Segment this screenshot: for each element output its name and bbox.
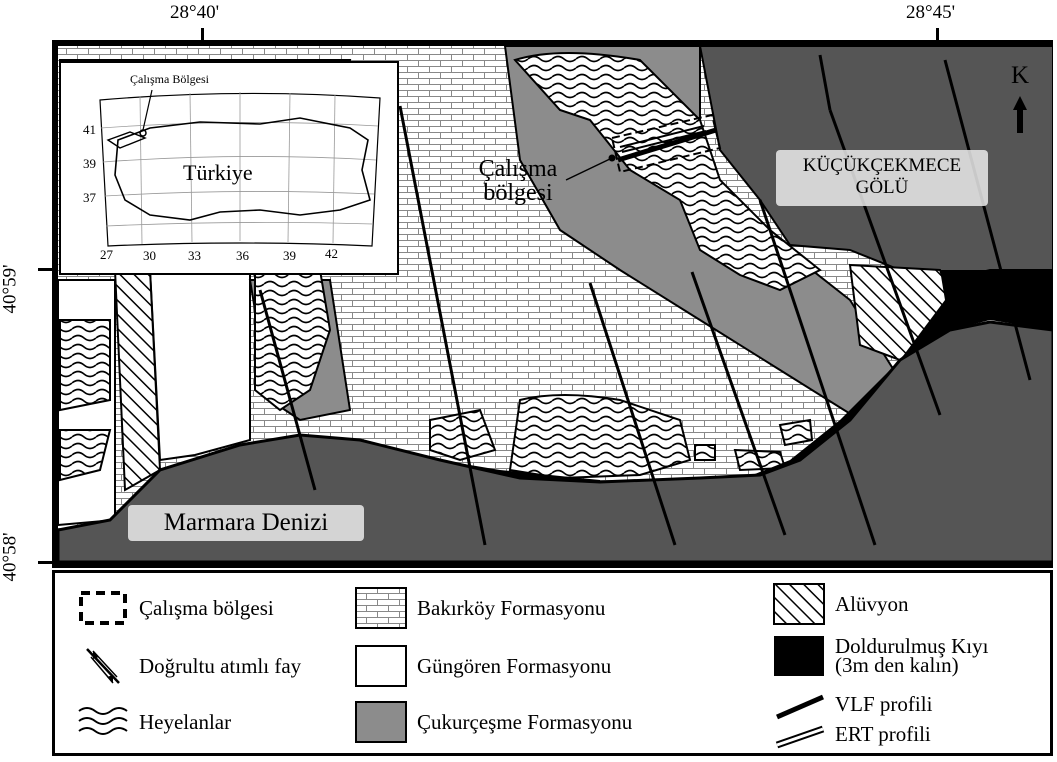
inset-lat-37: 37 (83, 190, 96, 205)
landslide-upper (513, 52, 822, 292)
legend-item-gungoren: Güngören Formasyonu (355, 645, 611, 687)
legend-label: Çalışma bölgesi (139, 595, 274, 620)
legend: Çalışma bölgesi Doğrultu atımlı fay Heye… (52, 570, 1053, 756)
inset-lon-33: 33 (188, 248, 201, 263)
inset-lon-27: 27 (100, 247, 113, 262)
legend-label: Alüvyon (835, 591, 909, 616)
longitude-label-right: 28°45' (906, 2, 956, 23)
alluvium-symbol-icon (773, 583, 825, 625)
landslide-symbol-icon (78, 707, 128, 735)
gungoren-symbol-icon (355, 645, 407, 687)
strike-slip-fault-icon (86, 648, 120, 684)
legend-item-vlf: VLF profili (773, 683, 932, 725)
sea-label: Marmara Denizi (128, 505, 364, 541)
legend-label: ERT profili (835, 721, 931, 746)
latitude-tick-lower (38, 561, 52, 564)
inset-study-area-label: Çalışma Bölgesi (130, 72, 209, 86)
study-area-box (565, 113, 722, 181)
sea-area (58, 320, 1053, 562)
inset-lat-39: 39 (83, 156, 96, 171)
lake-label: KÜÇÜKÇEKMECE GÖLÜ (776, 150, 988, 206)
legend-item-study-area: Çalışma bölgesi (77, 587, 274, 629)
legend-label: Çukurçeşme Formasyonu (417, 709, 633, 734)
legend-label: Güngören Formasyonu (417, 653, 612, 678)
inset-map (59, 61, 399, 275)
inset-lon-42: 42 (325, 246, 338, 261)
legend-label: Heyelanlar (139, 709, 232, 734)
inset-lon-39: 39 (283, 248, 296, 263)
longitude-tick-left (201, 28, 204, 42)
study-area-symbol-icon (79, 591, 127, 625)
ert-profile-icon (775, 725, 825, 749)
inset-lat-41: 41 (83, 122, 96, 137)
north-arrow-icon (1013, 96, 1027, 133)
legend-item-cukurcesme: Çukurçeşme Formasyonu (355, 701, 632, 743)
legend-item-strike-slip-fault: Doğrultu atımlı fay (77, 645, 301, 687)
study-area-label: Çalışma bölgesi (478, 156, 558, 206)
cukurcesme-symbol-icon (355, 701, 407, 743)
legend-item-ert: ERT profili (773, 719, 931, 749)
legend-label-secondary: (3m den kalın) (835, 653, 959, 677)
longitude-tick-right (936, 28, 939, 42)
longitude-label-left: 28°40' (170, 2, 220, 23)
legend-item-bakirkoy: Bakırköy Formasyonu (355, 587, 605, 629)
legend-label: Bakırköy Formasyonu (417, 595, 606, 620)
legend-label: Doğrultu atımlı fay (139, 653, 302, 678)
legend-item-landslides: Heyelanlar (77, 701, 231, 743)
lake-label-line1: KÜÇÜKÇEKMECE (802, 155, 962, 176)
vlf-profile-icon (776, 694, 824, 720)
inset-lon-30: 30 (143, 248, 156, 263)
legend-label: Doldurulmuş Kıyı (835, 634, 989, 658)
latitude-tick-upper (38, 268, 52, 271)
lake-label-line2: GÖLÜ (855, 177, 909, 198)
north-label: K (1010, 62, 1030, 89)
filled-shore-east (740, 270, 1053, 500)
legend-item-filled-shore: Doldurulmuş Kıyı (3m den kalın) (773, 635, 988, 677)
legend-item-alluvium: Alüvyon (773, 583, 909, 625)
inset-lon-36: 36 (236, 248, 249, 263)
legend-label: VLF profili (835, 691, 933, 716)
filled-shore-symbol-icon (774, 636, 824, 676)
bakirkoy-symbol-icon (355, 587, 407, 629)
geological-map (52, 40, 1053, 568)
inset-country-label: Türkiye (183, 160, 253, 185)
